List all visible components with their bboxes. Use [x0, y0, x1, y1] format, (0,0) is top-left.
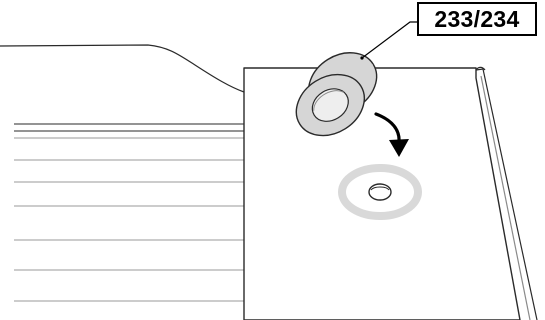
flange-top-lip [475, 66, 486, 71]
arrow-icon [374, 112, 409, 157]
flange-outer [475, 68, 538, 320]
arrow-head [389, 139, 409, 157]
housing-slats [14, 123, 244, 302]
background-housing [0, 44, 245, 93]
housing-top-curve [0, 44, 245, 93]
mounting-hole [368, 183, 392, 201]
washer-icon [295, 52, 378, 137]
hole-icon [338, 164, 422, 220]
part-number-label: 233/234 [434, 5, 520, 32]
callout-leader-dot [360, 56, 364, 60]
panel-edge-flange [475, 66, 538, 320]
arrow-shaft [374, 112, 401, 144]
target-ring [338, 164, 422, 220]
callout-leader [361, 21, 418, 59]
washer-bore-shadow [313, 90, 344, 111]
part-number-callout: 233/234 [417, 2, 537, 36]
flange-inner [480, 75, 531, 320]
hole-inner-edge [370, 186, 390, 191]
